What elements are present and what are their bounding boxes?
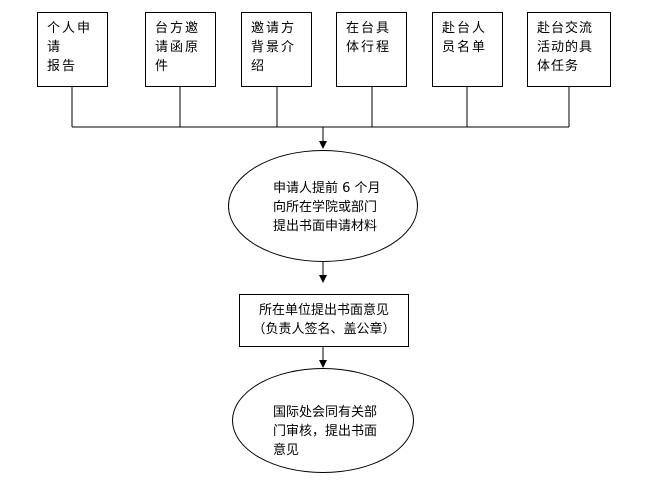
box-member-list-label: 赴台人 员名单	[442, 21, 488, 55]
box-unit-opinion-line-1: 所在单位提出书面意见	[258, 303, 389, 318]
arrow-3-head	[319, 360, 327, 368]
box-inviter-background-label: 邀请方 背景介 绍	[251, 21, 297, 74]
oval-application: 申请人提前 6 个月 向所在学院或部门 提出书面申请材料	[228, 150, 418, 262]
oval-review: 国际处会同有关部 门审核，提出书面 意见	[232, 368, 414, 473]
oval-review-line-1: 国际处会同有关部	[273, 405, 378, 420]
oval-application-line-1: 申请人提前 6 个月	[273, 181, 381, 196]
box-inviter-background: 邀请方 背景介 绍	[241, 12, 312, 87]
box-invitation-letter: 台方邀 请函原 件	[145, 12, 216, 87]
oval-review-line-3: 意见	[273, 443, 300, 458]
arrow-1-head	[319, 141, 327, 149]
oval-application-line-2: 向所在学院或部门	[273, 200, 378, 215]
box-personal-report: 个人申请 报告	[37, 12, 108, 87]
box-activity-tasks: 赴台交流 活动的具 体任务	[527, 12, 611, 87]
box-unit-opinion: 所在单位提出书面意见 （负责人签名、盖公章）	[239, 294, 409, 347]
box-activity-tasks-label: 赴台交流 活动的具 体任务	[537, 21, 594, 74]
box-member-list: 赴台人 员名单	[432, 12, 503, 87]
box-personal-report-label: 个人申请 报告	[47, 21, 93, 74]
box-itinerary: 在台具 体行程	[336, 12, 407, 87]
arrow-2-head	[319, 275, 327, 283]
oval-review-line-2: 门审核，提出书面	[273, 424, 378, 439]
box-itinerary-label: 在台具 体行程	[346, 21, 392, 55]
box-unit-opinion-line-2: （负责人签名、盖公章）	[252, 322, 396, 337]
box-invitation-letter-label: 台方邀 请函原 件	[155, 21, 201, 74]
oval-application-line-3: 提出书面申请材料	[273, 219, 378, 234]
